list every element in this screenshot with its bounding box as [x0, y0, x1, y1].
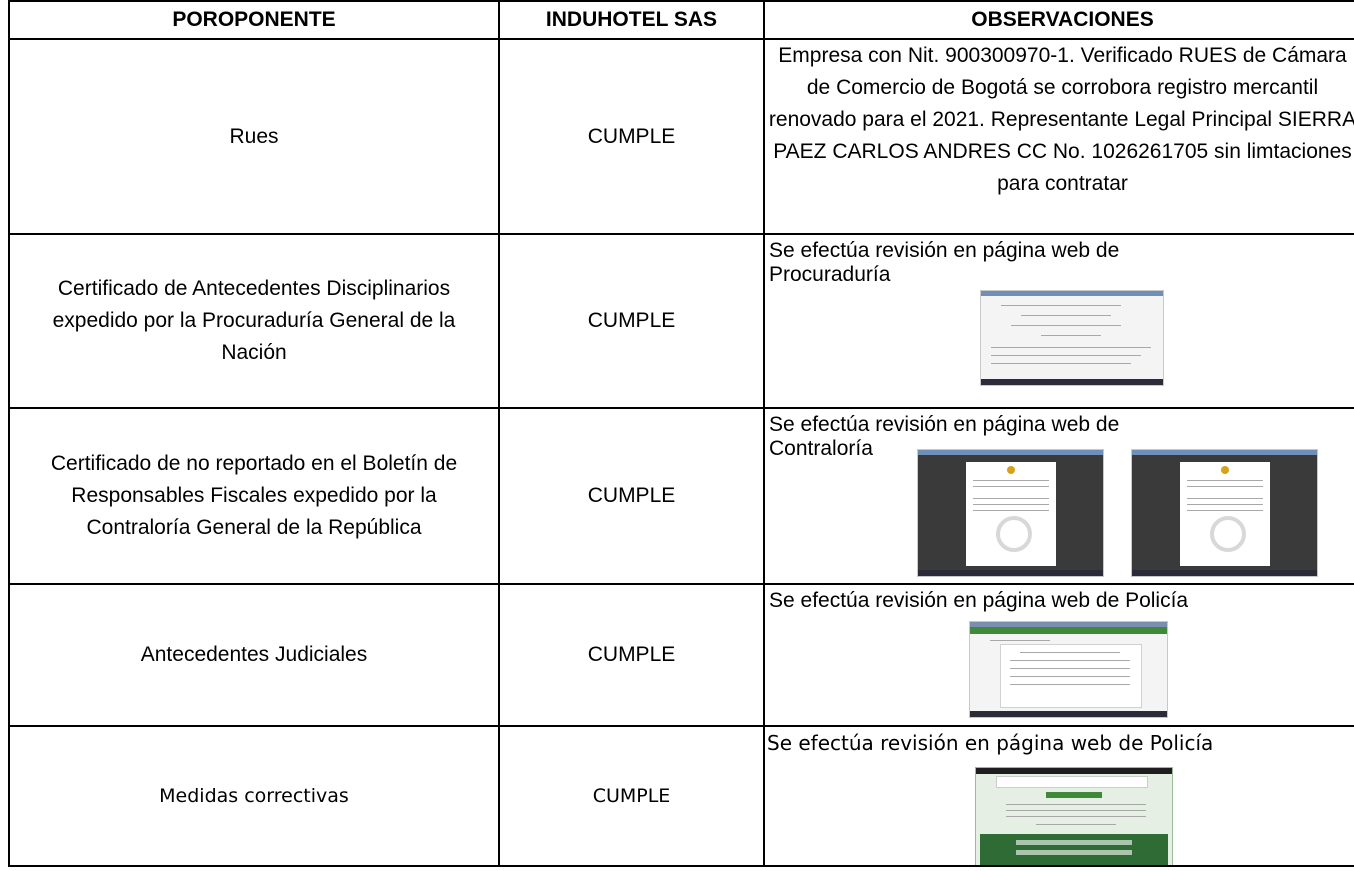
header-proponente: POROPONENTE — [8, 0, 500, 40]
status-cell: CUMPLE — [498, 233, 765, 409]
medidas-screenshot-image — [975, 767, 1173, 864]
requirement-cell: Antecedentes Judiciales — [8, 583, 500, 727]
status-cell: CUMPLE — [498, 407, 765, 585]
observation-text: Se efectúa revisión en página web de Pol… — [769, 589, 1189, 612]
policia-screenshot-image — [969, 621, 1168, 718]
table-row: Medidas correctivas CUMPLE Se efectúa re… — [8, 725, 1354, 867]
observation-line-2: Procuraduría — [769, 263, 891, 286]
contraloria-screenshot-image-2 — [1131, 449, 1318, 577]
observation-line-2: Contraloría — [769, 437, 873, 460]
observation-cell: Se efectúa revisión en página web de Pol… — [763, 725, 1354, 867]
observation-text: Se efectúa revisión en página web de Pol… — [767, 731, 1214, 755]
status-cell: CUMPLE — [498, 725, 765, 867]
observation-cell: Empresa con Nit. 900300970-1. Verificado… — [763, 38, 1354, 235]
requirement-cell: Medidas correctivas — [8, 725, 500, 867]
observation-line-1: Se efectúa revisión en página web de — [769, 413, 1120, 436]
table-row: Antecedentes Judiciales CUMPLE Se efectú… — [8, 583, 1354, 727]
requirement-cell: Certificado de Antecedentes Disciplinari… — [8, 233, 500, 409]
status-cell: CUMPLE — [498, 583, 765, 727]
observation-cell: Se efectúa revisión en página web de Con… — [763, 407, 1354, 585]
observation-cell: Se efectúa revisión en página web de Pol… — [763, 583, 1354, 727]
header-induhotel: INDUHOTEL SAS — [498, 0, 765, 40]
header-observaciones: OBSERVACIONES — [763, 0, 1354, 40]
procuraduria-screenshot-image — [980, 290, 1164, 386]
requirement-text: Certificado de no reportado en el Boletí… — [50, 452, 458, 539]
status-cell: CUMPLE — [498, 38, 765, 235]
requirement-cell: Rues — [8, 38, 500, 235]
verification-table: POROPONENTE INDUHOTEL SAS OBSERVACIONES … — [8, 0, 1354, 867]
observation-cell: Se efectúa revisión en página web de Pro… — [763, 233, 1354, 409]
table-row: Certificado de Antecedentes Disciplinari… — [8, 233, 1354, 409]
requirement-cell: Certificado de no reportado en el Boletí… — [8, 407, 500, 585]
requirement-text: Certificado de Antecedentes Disciplinari… — [52, 277, 456, 364]
table-row: Rues CUMPLE Empresa con Nit. 900300970-1… — [8, 38, 1354, 235]
observation-text: Empresa con Nit. 900300970-1. Verificado… — [768, 44, 1354, 195]
observation-line-1: Se efectúa revisión en página web de — [769, 239, 1120, 262]
table-row: Certificado de no reportado en el Boletí… — [8, 407, 1354, 585]
header-row: POROPONENTE INDUHOTEL SAS OBSERVACIONES — [8, 0, 1354, 40]
contraloria-screenshot-image-1 — [917, 449, 1104, 577]
